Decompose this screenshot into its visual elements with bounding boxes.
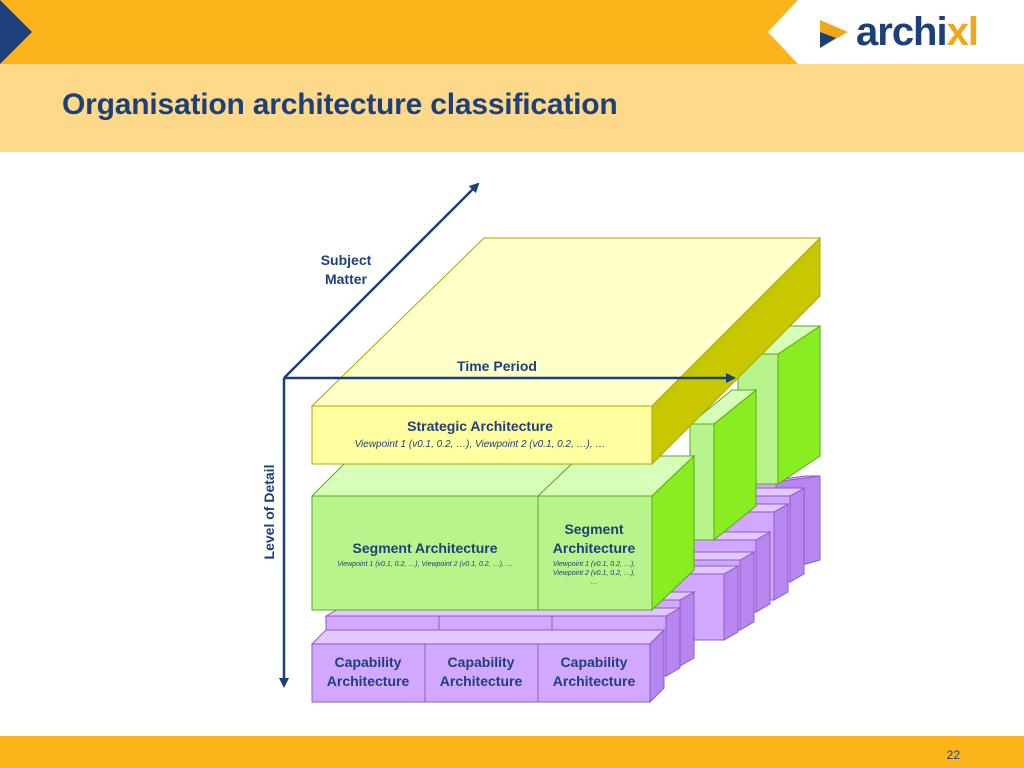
capability-front-row [310, 628, 666, 704]
capability-label-1-line2: Architecture [327, 673, 410, 689]
logo-triangle-icon [820, 20, 848, 48]
capability-label-2-line1: Capability [448, 654, 515, 670]
logo-text-main: archi [856, 10, 948, 54]
segment-left-subtitle: Viewpoint 1 (v0.1, 0.2, …), Viewpoint 2 … [337, 561, 513, 568]
capability-box-3 [537, 643, 651, 703]
strategic-subtitle: Viewpoint 1 (v0.1, 0.2, …), Viewpoint 2 … [355, 439, 606, 450]
axis-label-level-of-detail: Level of Detail [261, 465, 277, 560]
logo-text-accent: xl [946, 10, 979, 54]
capability-box-1 [311, 643, 426, 703]
axes [279, 182, 736, 688]
strategic-title: Strategic Architecture [407, 418, 553, 434]
segment-front-row [310, 454, 696, 612]
segment-right-sub-line1: Viewpoint 1 (v0.1, 0.2, …), [553, 561, 635, 568]
segment-back-block-3 [736, 325, 822, 485]
title-band [0, 64, 1024, 152]
strategic-front-face [311, 405, 653, 465]
segment-box-left [311, 495, 539, 611]
axis-label-subject-line2: Matter [325, 271, 368, 287]
segment-right-sub-line3: … [591, 579, 598, 586]
capability-label-1-line1: Capability [335, 654, 402, 670]
segment-left-title: Segment Architecture [353, 540, 498, 556]
logo: archixl [856, 8, 979, 56]
segment-right-title-line1: Segment [564, 521, 623, 537]
footer-bar [0, 736, 1024, 768]
axis-label-subject-line1: Subject [321, 252, 372, 268]
capability-box-2 [424, 643, 539, 703]
capability-label-3-line1: Capability [561, 654, 628, 670]
capability-label-2-line2: Architecture [440, 673, 523, 689]
axis-label-time-period: Time Period [457, 358, 537, 374]
page-number: 22 [946, 748, 960, 762]
capability-label-3-line2: Architecture [553, 673, 636, 689]
segment-layer [310, 325, 822, 612]
page-title: Organisation architecture classification [62, 88, 618, 121]
segment-back-block-2 [688, 388, 758, 542]
corner-triangle-icon [0, 0, 32, 64]
logo-panel [768, 0, 1024, 64]
segment-box-right [537, 495, 653, 611]
segment-right-title-line2: Architecture [553, 540, 636, 556]
subject-matter-axis [283, 182, 480, 379]
strategic-layer [310, 236, 822, 466]
segment-right-sub-line2: Viewpoint 2 (v0.1, 0.2, …), [553, 570, 635, 577]
